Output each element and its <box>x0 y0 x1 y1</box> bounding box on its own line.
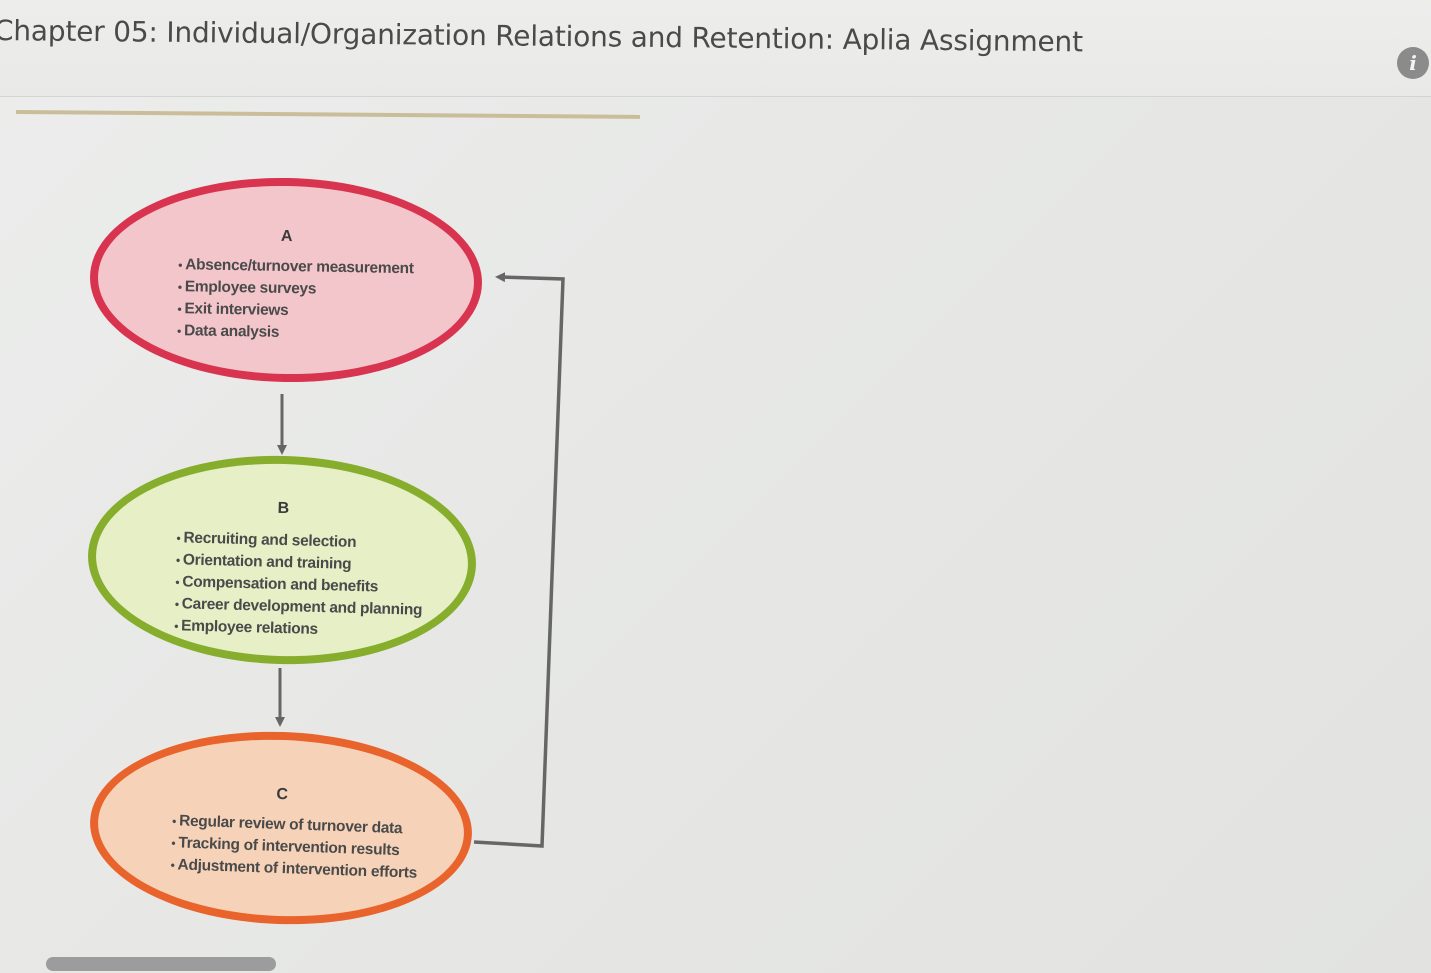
node-a-label: A <box>280 227 293 246</box>
node-a-list: Absence/turnover measurement Employee su… <box>177 254 414 346</box>
diagram-connectors <box>275 272 565 848</box>
node-c-list: Regular review of turnover data Tracking… <box>170 810 419 885</box>
node-c-ellipse: C Regular review of turnover data Tracki… <box>86 725 476 931</box>
page-title: Chapter 05: Individual/Organization Rela… <box>0 14 1084 59</box>
page-header: Chapter 05: Individual/Organization Rela… <box>0 0 1431 97</box>
node-c-label: C <box>276 785 289 804</box>
feedback-arrow-c-to-a <box>473 272 565 848</box>
list-item: Data analysis <box>177 320 413 346</box>
node-b-ellipse: B Recruiting and selection Orientation a… <box>85 450 479 670</box>
node-b-list: Recruiting and selection Orientation and… <box>174 527 424 643</box>
retention-process-diagram: A Absence/turnover measurement Employee … <box>0 160 640 940</box>
horizontal-scrollbar[interactable] <box>46 957 276 971</box>
info-icon[interactable]: i <box>1397 47 1429 79</box>
section-divider <box>15 110 640 119</box>
node-b-label: B <box>277 499 290 518</box>
node-a-ellipse: A Absence/turnover measurement Employee … <box>88 174 484 386</box>
